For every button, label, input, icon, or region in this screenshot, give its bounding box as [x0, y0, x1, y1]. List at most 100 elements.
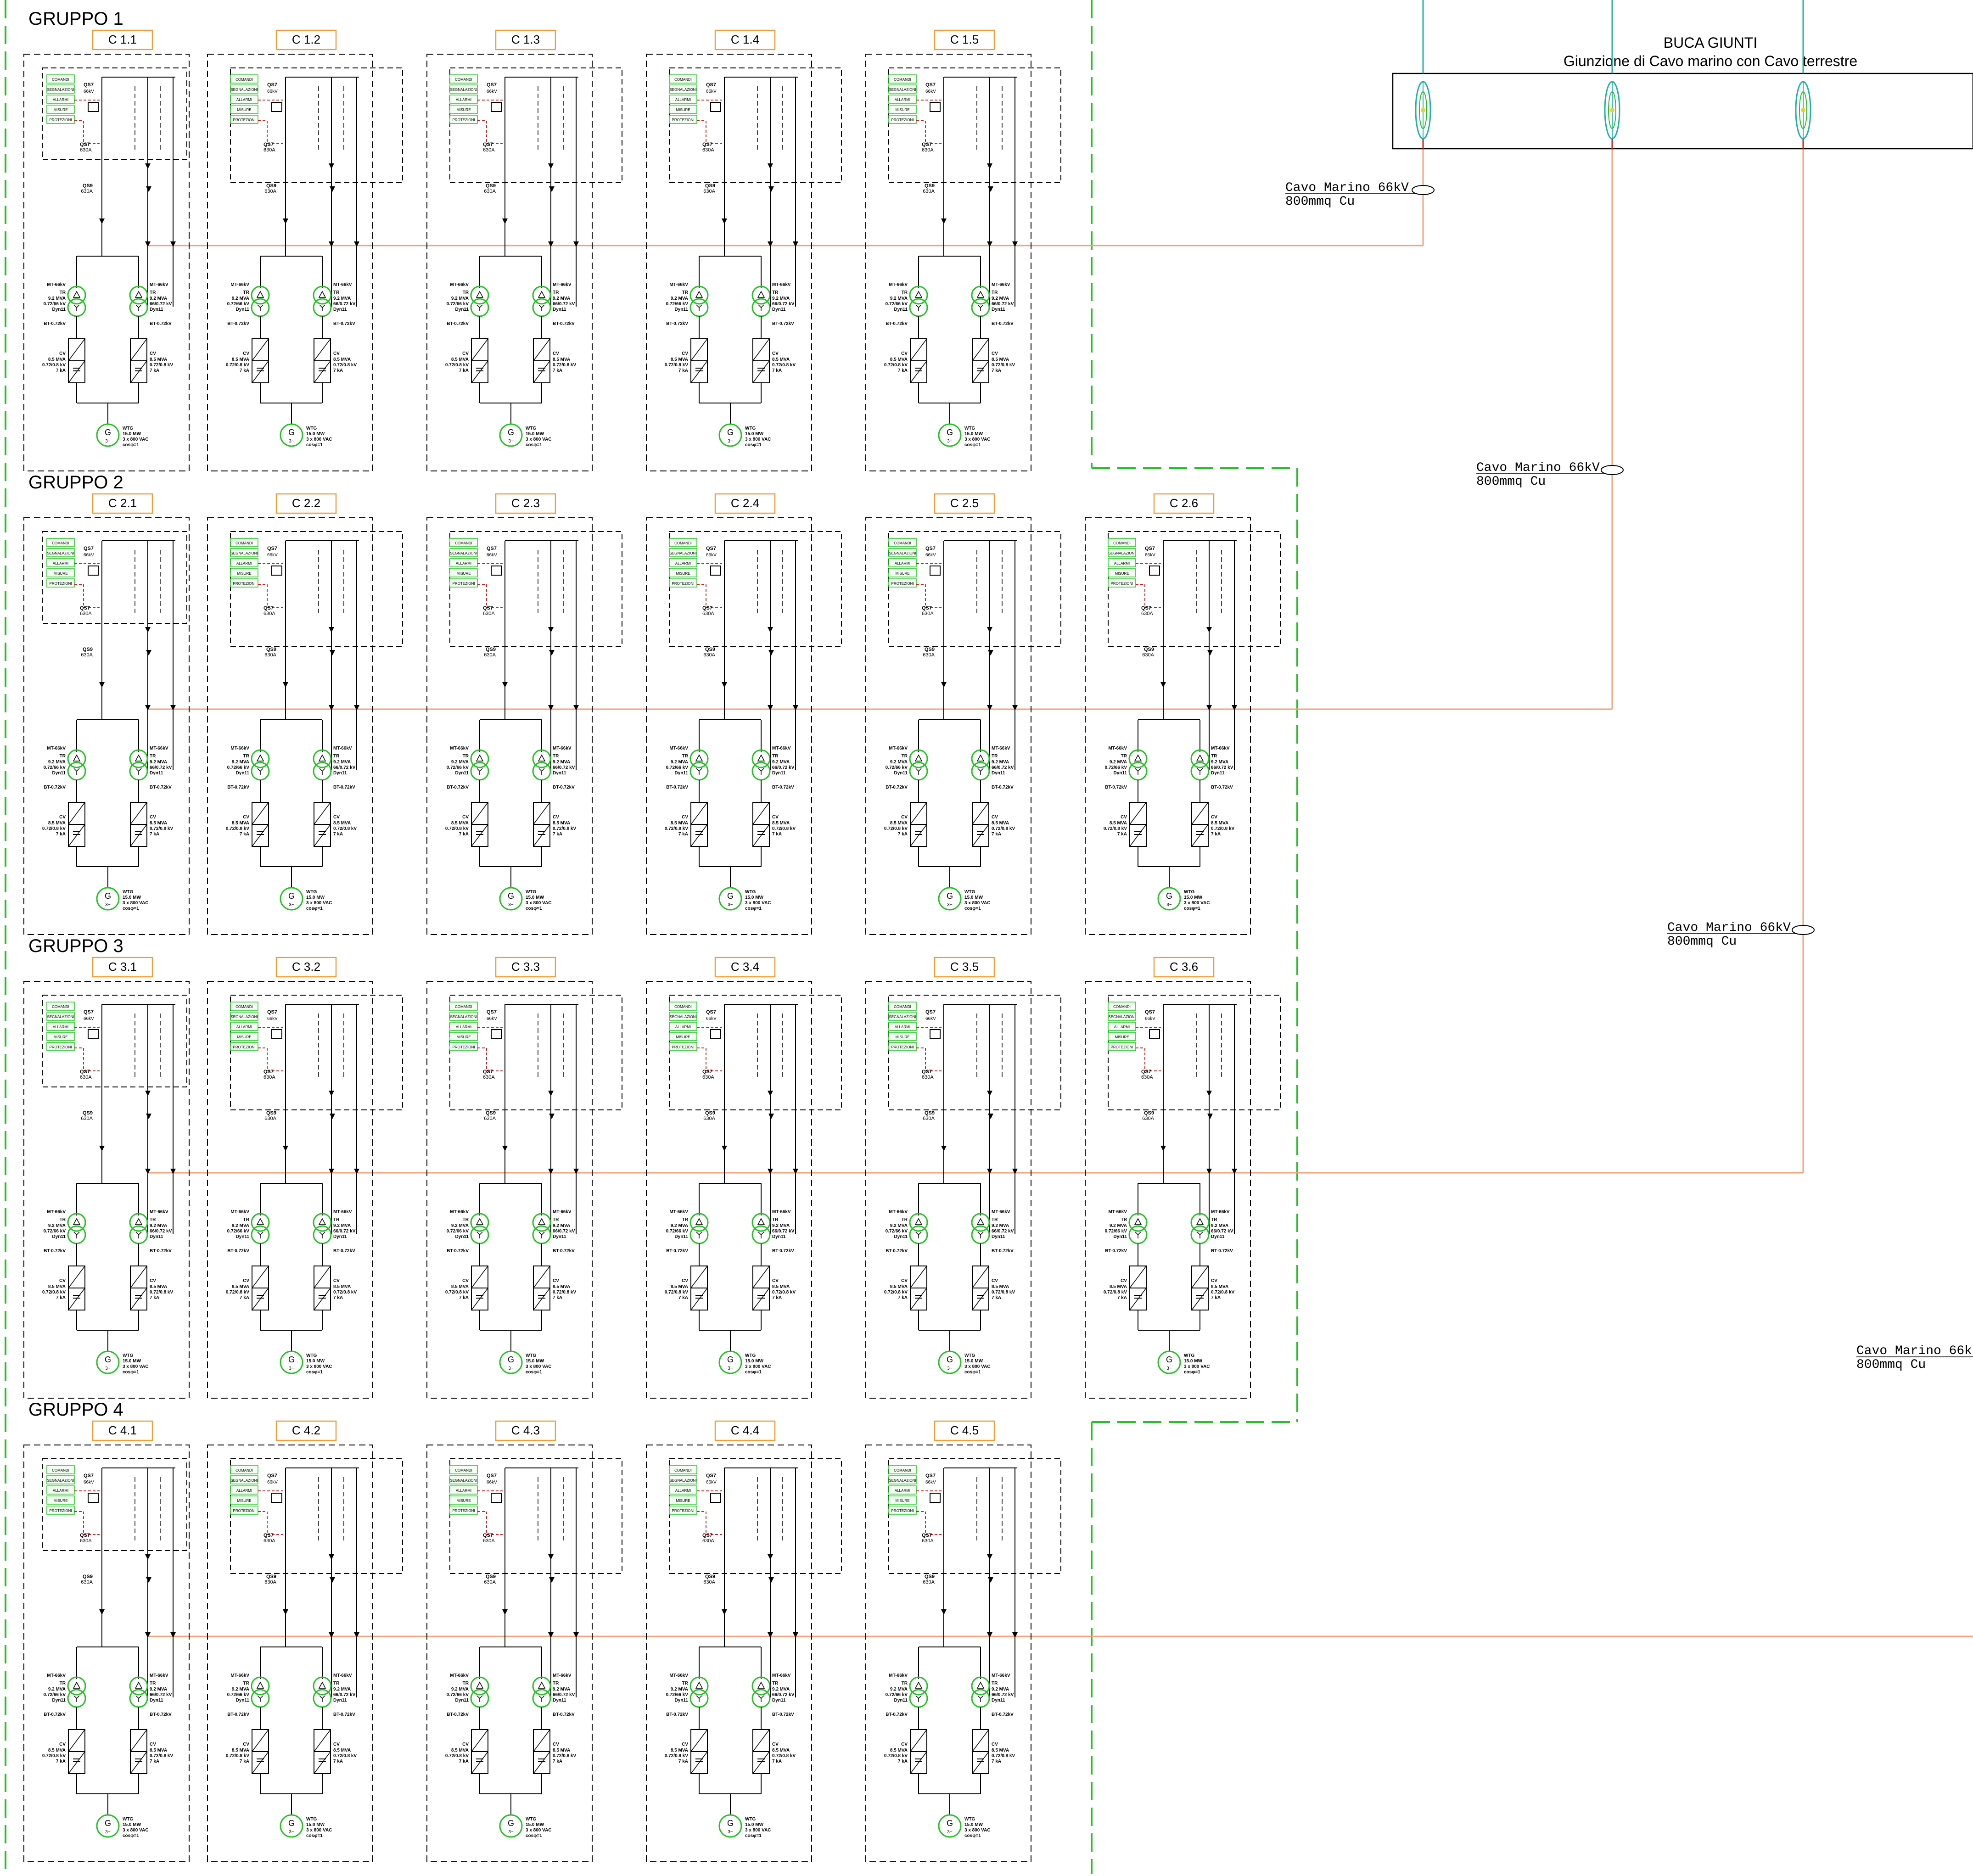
panel-slot-label: PROTEZIONI	[233, 1045, 256, 1049]
bt-label: BT-0.72kV	[150, 1712, 172, 1717]
tr-spec: 9.2 MVA	[671, 296, 688, 301]
cell-frame	[426, 517, 593, 935]
tr-spec: Dyn11	[553, 1234, 566, 1239]
panel-slot	[888, 1485, 917, 1495]
panel-slot	[449, 74, 478, 84]
tr-winding-top	[129, 286, 148, 305]
panel-slot-label: PROTEZIONI	[672, 118, 695, 122]
wye-symbol	[541, 1695, 545, 1699]
wye-symbol	[479, 768, 483, 772]
bt-label: BT-0.72kV	[44, 321, 66, 326]
relay-icon	[930, 102, 941, 112]
tr-spec: Dyn11	[333, 1698, 347, 1703]
cv-spec: 7 kA	[898, 1295, 908, 1300]
converter-icon	[314, 802, 331, 847]
tr-winding-top	[1128, 1213, 1148, 1232]
generator-icon: G3~	[499, 1350, 523, 1374]
wtg-spec: cosφ=1	[123, 1833, 139, 1838]
cv-spec: 8.5 MVA	[992, 357, 1009, 362]
panel-slot	[46, 1465, 75, 1474]
generator-phase: 3~	[1166, 1366, 1172, 1371]
wtg-spec: 3 x 800 VAC	[123, 1828, 149, 1833]
arrow-head	[329, 705, 334, 711]
cable-label-name: Cavo Marino 66k	[1856, 1344, 1972, 1358]
cv-spec: 7 kA	[898, 832, 908, 837]
tr-spec: 9.2 MVA	[333, 760, 351, 765]
wtg-spec: cosφ=1	[745, 906, 762, 911]
tr-spec: Dyn11	[992, 1698, 1005, 1703]
cv-spec: 0.72/0.8 kV	[150, 826, 173, 831]
converter-diag	[910, 1751, 927, 1774]
wtg-spec: 15.0 MW	[964, 895, 983, 900]
cv-spec: 0.72/0.8 kV	[445, 1290, 469, 1295]
bt-label: BT-0.72kV	[992, 1249, 1014, 1254]
cv-spec: 0.72/0.8 kV	[1211, 826, 1234, 831]
wye-symbol	[758, 768, 762, 772]
delta-symbol	[538, 291, 546, 298]
panel-slot-label: MISURE	[676, 571, 690, 576]
cell-frame	[207, 981, 373, 1399]
wtg-spec: 3 x 800 VAC	[745, 1364, 771, 1369]
converter-diag	[972, 1288, 989, 1310]
panel-slot	[888, 1032, 917, 1041]
cell-title: C 3.2	[292, 960, 320, 974]
panel-slot	[46, 1012, 75, 1021]
panel-slot	[1108, 578, 1136, 588]
arrow-head	[145, 627, 151, 633]
breaker-label: 66kV	[925, 89, 936, 94]
tr-spec: Dyn11	[992, 1234, 1005, 1239]
delta-symbol	[318, 291, 326, 298]
breaker-label: QS7	[267, 1009, 277, 1015]
breaker-rating: 630A	[922, 611, 934, 616]
cell-frame	[1085, 981, 1251, 1399]
tr-spec: 66/0.72 kV	[992, 1229, 1014, 1234]
switchgear-box	[1108, 995, 1281, 1110]
converter-diag	[1191, 824, 1209, 847]
panel-slot	[230, 84, 258, 94]
mt-label: MT-66kV	[230, 1210, 249, 1215]
generator-phase: 3~	[728, 1830, 733, 1835]
panel-slot	[669, 1012, 697, 1021]
wye-symbol	[260, 768, 263, 772]
breaker-id: QS9	[83, 183, 93, 189]
panel-slot-label: COMANDI	[455, 541, 472, 545]
tr-spec: 0.72/66 kV	[447, 765, 469, 770]
cv-spec: 7 kA	[150, 1759, 159, 1764]
breaker-id: QS7	[1141, 605, 1151, 611]
breaker-label: 66kV	[925, 553, 936, 558]
wye-symbol	[758, 1232, 762, 1235]
converter-diag	[1191, 1266, 1209, 1288]
converter-diag	[314, 338, 331, 361]
wye-symbol	[138, 1232, 142, 1235]
panel-slot-label: ALLARMI	[236, 98, 252, 102]
panel-slot	[1108, 1002, 1136, 1011]
tr-spec: 0.72/66 kV	[227, 302, 250, 307]
cv-spec: 7 kA	[56, 1759, 66, 1764]
cell-title-box	[275, 1420, 337, 1441]
arrow-head	[329, 1169, 334, 1174]
control-panel: COMANDISEGNALAZIONIALLARMIMISUREPROTEZIO…	[46, 74, 75, 124]
converter-diag	[252, 824, 269, 847]
tr-tag: TR	[1121, 754, 1127, 759]
panel-slot-label: SEGNALAZIONI	[889, 1478, 916, 1483]
generator-icon: G3~	[938, 1350, 962, 1374]
breaker-rating: 630A	[922, 147, 934, 153]
panel-slot-label: COMANDI	[455, 1005, 472, 1009]
switchgear-box	[449, 995, 622, 1110]
tr-winding-top	[532, 286, 551, 305]
tr-winding-top	[689, 1213, 709, 1232]
cell-frame	[865, 517, 1031, 935]
breaker-rating: 630A	[922, 1538, 934, 1544]
relay-icon	[930, 566, 941, 576]
tr-spec: Dyn11	[150, 771, 163, 776]
generator-icon: G3~	[280, 423, 303, 447]
arrow-head	[502, 1146, 508, 1151]
cv-spec: 8.5 MVA	[451, 821, 469, 826]
wye-symbol	[980, 768, 984, 772]
cell-title-box	[275, 29, 337, 50]
breaker-id: QS7	[263, 1533, 274, 1538]
bt-label: BT-0.72kV	[553, 1712, 575, 1717]
breaker-label: QS7	[84, 1473, 94, 1478]
tr-spec: 66/0.72 kV	[992, 302, 1014, 307]
delta-symbol	[757, 291, 765, 298]
